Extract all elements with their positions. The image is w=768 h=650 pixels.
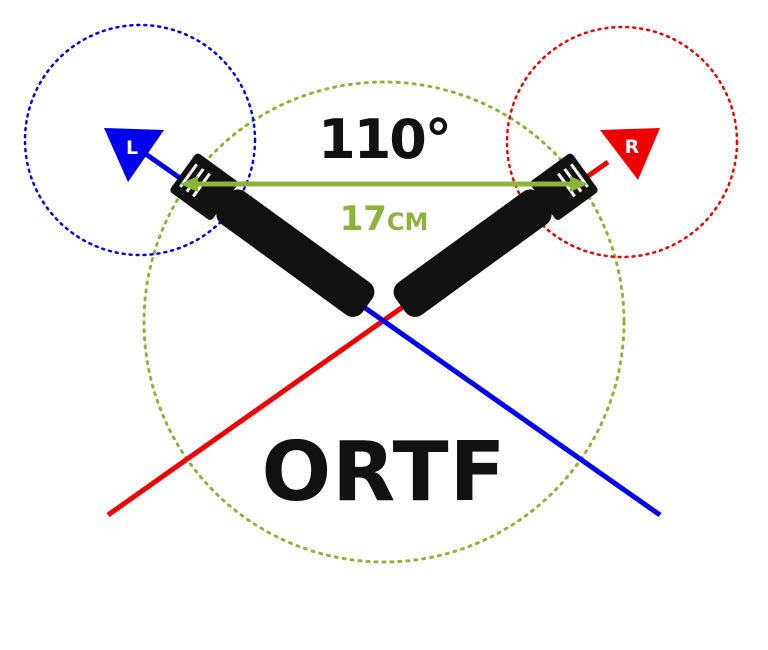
right-arrow-icon xyxy=(600,128,660,180)
left-pickup-circle xyxy=(23,23,257,257)
right-microphone-icon xyxy=(393,153,598,317)
right-pickup-circle xyxy=(505,25,739,259)
pickup-area-circle xyxy=(142,80,626,564)
spacing-arrow-right-icon xyxy=(570,176,588,192)
distance-value: 17 xyxy=(340,199,387,239)
spacing-arrow-left-icon xyxy=(180,176,198,192)
left-channel-label: L xyxy=(126,137,138,159)
diagram-title: ORTF xyxy=(261,425,506,520)
right-channel-label: R xyxy=(625,136,640,158)
distance-label: 17CM xyxy=(340,199,429,239)
left-arrow-icon xyxy=(104,128,164,182)
angle-label: 110° xyxy=(318,108,450,171)
distance-unit: CM xyxy=(387,208,429,236)
